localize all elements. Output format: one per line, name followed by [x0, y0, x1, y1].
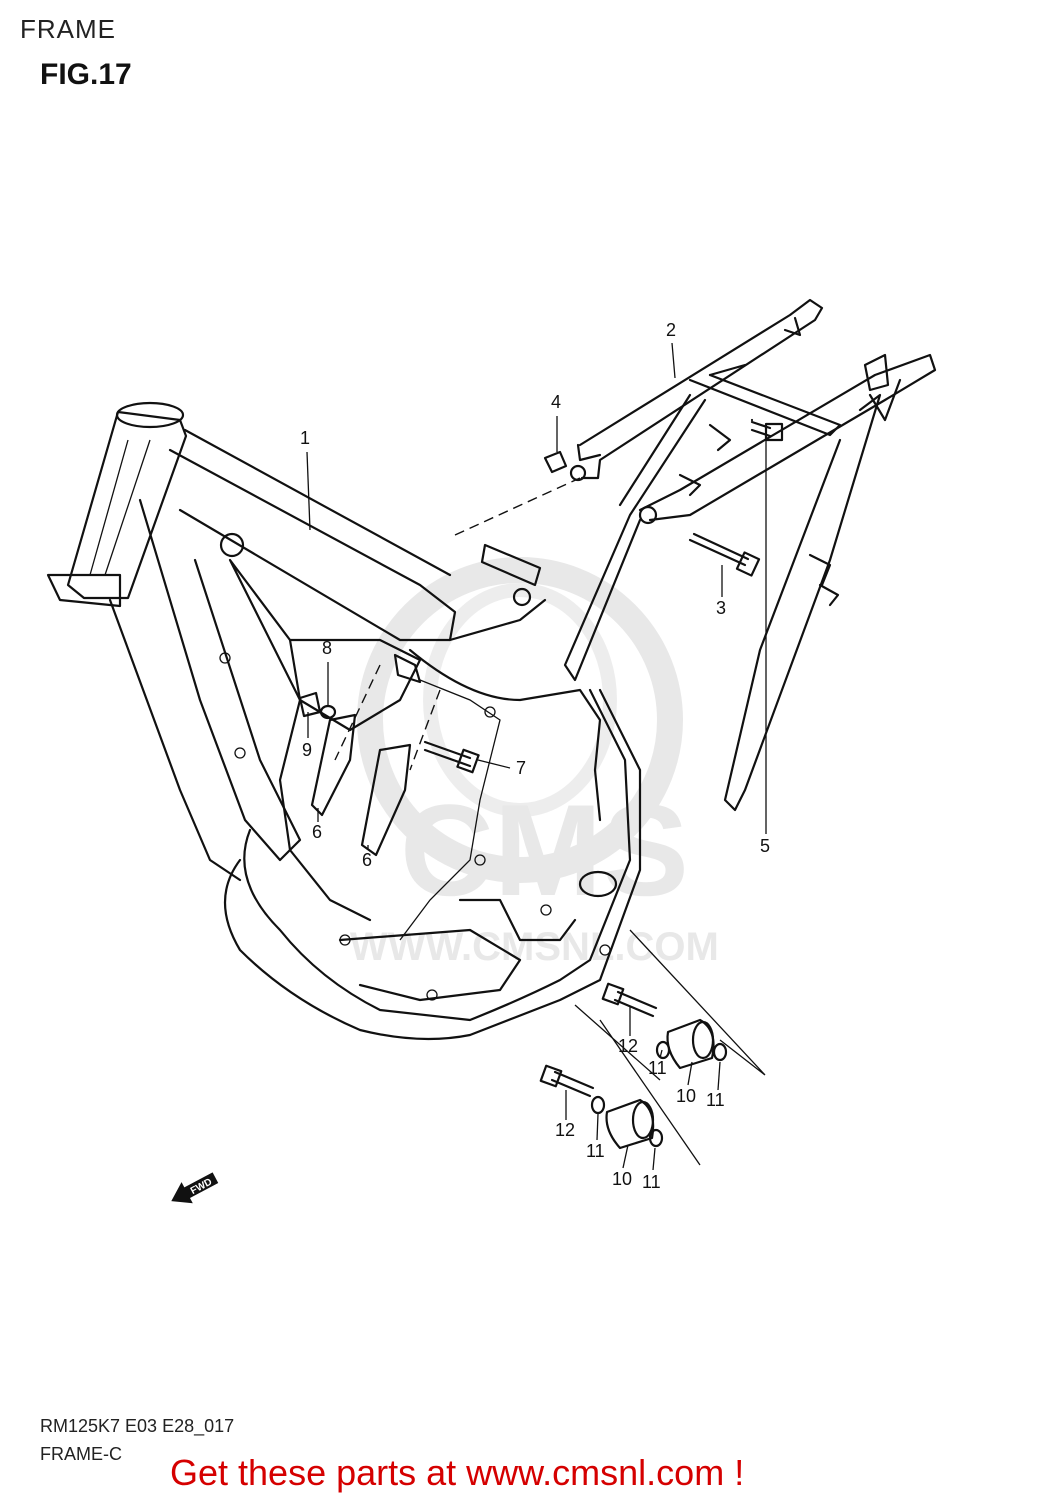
leader-roller-upper — [574, 929, 766, 1081]
callout-bolt-12b: 12 — [555, 1120, 575, 1140]
callout-nut-4: 4 — [551, 392, 561, 412]
leader-bracket-8 — [334, 664, 381, 761]
fwd-arrow-icon: FWD — [171, 1172, 219, 1204]
callout-roller-10b: 10 — [612, 1169, 632, 1189]
callout-washer-11b: 11 — [706, 1090, 725, 1110]
promo-link[interactable]: Get these parts at www.cmsnl.com ! — [170, 1452, 745, 1493]
callout-nut-9: 9 — [302, 740, 312, 760]
callout-roller-10a: 10 — [676, 1086, 696, 1106]
callout-washer-11d: 11 — [642, 1172, 661, 1192]
callout-washer-11c: 11 — [586, 1141, 605, 1161]
cms-watermark: CMS WWW.CMSNL.COM — [350, 557, 719, 969]
callout-washer-8: 8 — [322, 638, 332, 658]
frame-code: FRAME-C — [40, 1444, 122, 1464]
leader-subframe — [454, 477, 581, 536]
model-code: RM125K7 E03 E28_017 — [40, 1416, 235, 1436]
callout-bolt-12a: 12 — [618, 1036, 638, 1056]
callout-leaders — [306, 342, 767, 1171]
leader-roller-lower — [599, 1019, 701, 1166]
callout-bolt-5: 5 — [760, 836, 770, 856]
callout-bolt-7: 7 — [516, 758, 526, 778]
sub-frame — [563, 298, 937, 812]
hardware — [298, 418, 784, 1150]
callout-bracket-6b: 6 — [362, 850, 372, 870]
callout-bolt-3: 3 — [716, 598, 726, 618]
watermark-brand: CMS — [400, 777, 689, 923]
figure-number: FIG.17 — [40, 58, 132, 91]
callout-washer-11a: 11 — [648, 1058, 667, 1078]
section-title: FRAME — [20, 14, 116, 44]
main-frame — [46, 401, 642, 1041]
callout-bracket-6a: 6 — [312, 822, 322, 842]
callout-main-frame: 1 — [300, 428, 310, 448]
callout-sub-frame: 2 — [666, 320, 676, 340]
watermark-url: WWW.CMSNL.COM — [350, 925, 719, 969]
leader-bracket-6 — [409, 689, 441, 771]
fwd-arrow-label: FWD — [189, 1177, 214, 1197]
